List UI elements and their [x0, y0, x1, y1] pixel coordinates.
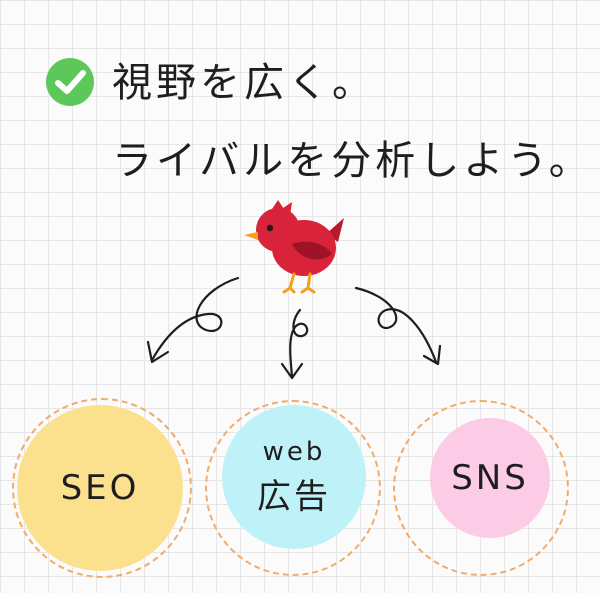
heading-line-1: 視野を広く。	[112, 60, 376, 106]
web-ad-topic: web 広告	[222, 405, 366, 549]
arrow-to-sns	[354, 286, 438, 364]
seo-dashed-outline	[12, 398, 192, 578]
check-circle-icon	[46, 58, 94, 106]
heading-line-2: ライバルを分析しよう。	[112, 138, 593, 184]
arrow-to-web-ad	[289, 308, 309, 378]
bird-icon	[244, 200, 344, 294]
seo-topic: SEO	[17, 405, 183, 571]
sns-dashed-outline	[393, 400, 569, 576]
arrow-to-seo	[150, 276, 240, 362]
sns-topic: SNS	[430, 418, 550, 538]
web-ad-label-top: web	[262, 436, 326, 467]
web-ad-label-bottom: 広告	[257, 476, 331, 517]
seo-label: SEO	[60, 468, 140, 508]
web-ad-dashed-outline	[205, 400, 381, 576]
sns-label: SNS	[451, 458, 529, 498]
